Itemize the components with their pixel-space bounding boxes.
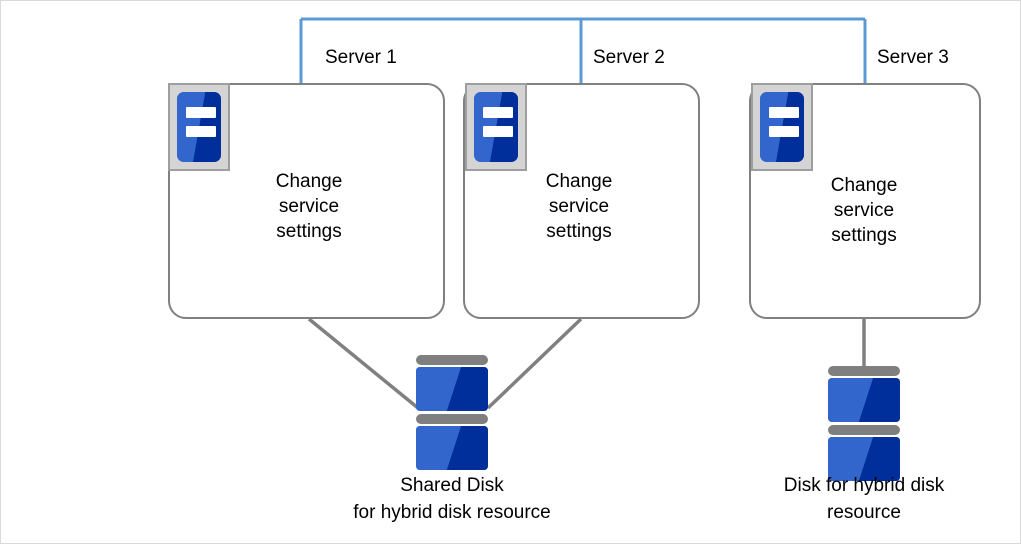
server-box-1[interactable] [168, 83, 445, 319]
disk-bar-top [828, 366, 900, 376]
shared-disk-caption: Shared Disk for hybrid disk resource [353, 475, 551, 523]
disk-platter-bottom [828, 437, 900, 481]
server-3-body-text: Change service settings [830, 175, 898, 246]
server-icon-body [177, 92, 221, 162]
disk-platter-top [828, 378, 900, 422]
disk-platter-shade [416, 426, 488, 470]
server-icon [751, 83, 813, 171]
server-icon-body [474, 92, 518, 162]
server-icon-bar-top [483, 107, 513, 118]
shared-disk-icon[interactable] [416, 355, 488, 473]
server-1-body-text: Change service settings [275, 171, 343, 242]
server-icon [168, 83, 230, 171]
server-2-caption: Server 2 [593, 47, 665, 68]
disk-bar-middle [416, 414, 488, 424]
disk-platter-shade [828, 378, 900, 422]
server-icon-bar-top [769, 107, 799, 118]
server-icon-bar-bottom [769, 126, 799, 137]
disk-platter-top [416, 367, 488, 411]
server-icon [465, 83, 527, 171]
server-icon-body [760, 92, 804, 162]
server-3-caption: Server 3 [877, 47, 949, 68]
hybrid-disk-icon[interactable] [828, 366, 900, 484]
disk-platter-bottom [416, 426, 488, 470]
disk-platter-shade [416, 367, 488, 411]
connector-server1-to-shared-disk [307, 317, 420, 410]
server-2-body-text: Change service settings [545, 171, 613, 242]
connector-server2-to-shared-disk [486, 317, 583, 410]
disk-platter-shade [828, 437, 900, 481]
disk-bar-top [416, 355, 488, 365]
hybrid-disk-caption: Disk for hybrid disk resource [783, 475, 945, 523]
server-icon-bar-bottom [186, 126, 216, 137]
disk-bar-middle [828, 425, 900, 435]
server-icon-bar-top [186, 107, 216, 118]
server-1-caption: Server 1 [325, 47, 397, 68]
server-icon-bar-bottom [483, 126, 513, 137]
